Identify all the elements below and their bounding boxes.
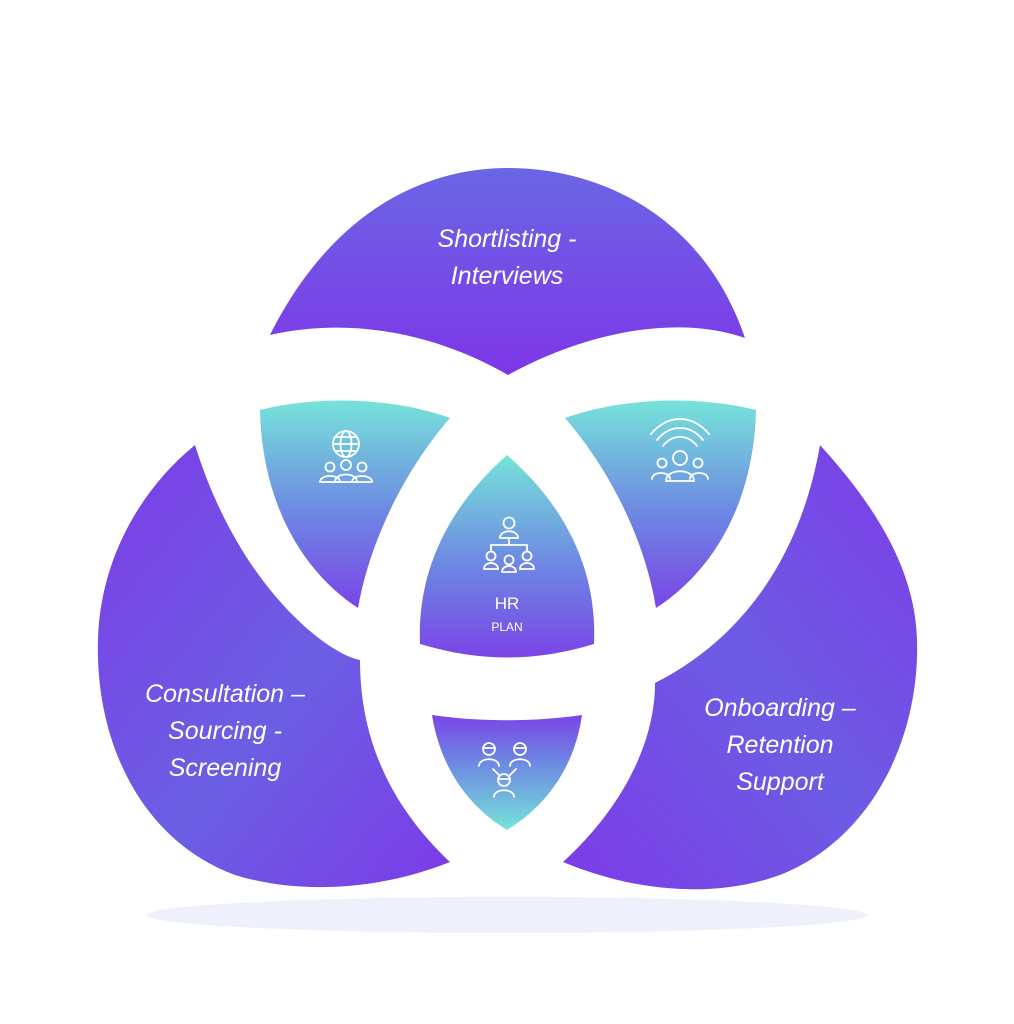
org-chart-icon	[483, 516, 535, 573]
right-overlap-petal	[565, 400, 756, 608]
left-lobe	[97, 445, 450, 888]
center-title: HR	[494, 594, 520, 613]
bottom-overlap-petal	[432, 715, 582, 830]
label-onboarding-retention-support: Onboarding – Retention Support	[630, 690, 930, 801]
center-subtitle: PLAN	[491, 620, 523, 634]
top-lobe	[270, 168, 745, 375]
right-lobe	[563, 445, 918, 890]
label-line: Interviews	[450, 262, 564, 290]
label-line: Retention	[726, 731, 834, 759]
network-people-icon	[478, 742, 531, 798]
label-line: Sourcing -	[168, 717, 282, 745]
label-line: Consultation –	[145, 680, 305, 708]
label-line: Screening	[168, 754, 282, 782]
broadcast-team-icon	[650, 418, 710, 482]
global-team-icon	[319, 430, 373, 483]
label-line: Shortlisting -	[437, 225, 577, 253]
label-line: Onboarding –	[704, 694, 856, 722]
label-shortlisting-interviews: Shortlisting - Interviews	[357, 221, 657, 295]
ground-shadow	[147, 897, 867, 933]
label-consultation-sourcing-screening: Consultation – Sourcing - Screening	[75, 676, 375, 787]
label-line: Support	[736, 768, 824, 796]
left-overlap-petal	[260, 400, 450, 608]
